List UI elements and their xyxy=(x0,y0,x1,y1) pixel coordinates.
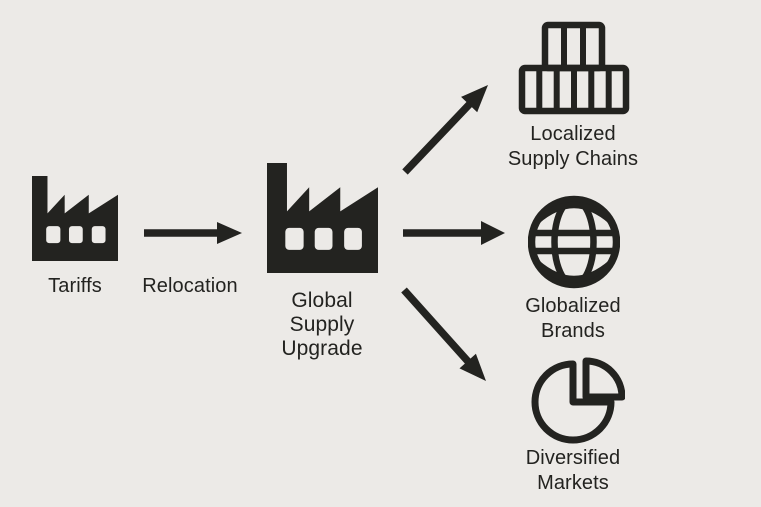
localized-label-line1: Localized xyxy=(530,123,616,145)
arrow-to-globalized xyxy=(403,221,505,245)
relocation-arrow xyxy=(144,222,242,244)
shipping-containers-icon xyxy=(518,21,630,115)
hub-label-line1: Global xyxy=(291,289,353,312)
fanout-arrows xyxy=(401,85,505,381)
factory-icon xyxy=(267,163,378,273)
arrow-to-diversified xyxy=(401,287,486,381)
tariffs-label: Tariffs xyxy=(48,275,102,297)
localized-label-line2: Supply Chains xyxy=(507,148,639,170)
hub-label-line3: Upgrade xyxy=(281,337,363,360)
arrow-to-localized xyxy=(402,85,488,175)
relocation-label: Relocation xyxy=(142,275,238,297)
globalized-label: Globalized Brands xyxy=(493,294,653,344)
factory-icon xyxy=(32,176,118,261)
diversified-label-line2: Markets xyxy=(537,472,609,494)
pie-chart-icon xyxy=(531,357,625,444)
globalized-label-line1: Globalized xyxy=(525,295,621,317)
diversified-label-line1: Diversified xyxy=(525,447,621,469)
globalized-label-line2: Brands xyxy=(541,320,605,342)
hub-label-line2: Supply xyxy=(289,313,355,336)
globe-icon xyxy=(528,195,620,289)
hub-label: Global Supply Upgrade xyxy=(252,289,392,361)
diversified-label: Diversified Markets xyxy=(493,446,653,496)
localized-label: Localized Supply Chains xyxy=(493,122,653,172)
